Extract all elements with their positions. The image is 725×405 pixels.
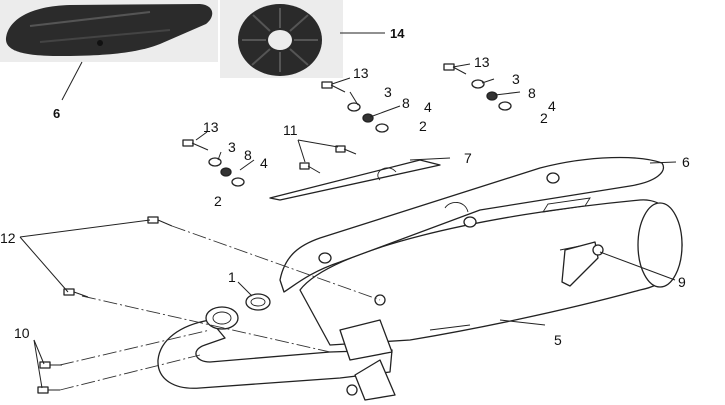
callout-8-left: 8	[244, 147, 252, 163]
callout-3-right: 3	[512, 71, 520, 87]
callout-12: 12	[0, 230, 16, 246]
damper-photo	[220, 0, 343, 78]
callout-2-left: 2	[214, 193, 222, 209]
exhaust-pipe	[157, 294, 396, 401]
callout-8-right: 8	[528, 85, 536, 101]
bolt-set-left	[182, 139, 245, 187]
callout-7: 7	[464, 150, 472, 166]
heat-shield-photo	[0, 0, 218, 62]
callout-14: 14	[390, 26, 405, 41]
bolt-set-right	[443, 63, 512, 111]
callout-13-left: 13	[203, 119, 219, 135]
callout-4-right: 4	[548, 98, 556, 114]
center-line-a	[171, 225, 381, 301]
leader-lines	[19, 32, 677, 389]
bolt-pair-10	[37, 361, 62, 394]
small-heat-shield	[269, 159, 441, 201]
bolt-pair-11	[299, 145, 357, 174]
callout-10: 10	[14, 325, 30, 341]
callout-4-middle: 4	[424, 99, 432, 115]
callout-8-middle: 8	[402, 95, 410, 111]
heat-shield-photo-art	[5, 4, 213, 56]
center-line-d	[59, 354, 201, 391]
callout-1: 1	[228, 269, 236, 285]
callout-6: 6	[682, 154, 690, 170]
center-line-b	[81, 295, 331, 353]
callout-11: 11	[283, 122, 298, 138]
callout-5: 5	[554, 332, 562, 348]
callout-3-middle: 3	[384, 84, 392, 100]
callout-4-left: 4	[260, 155, 268, 171]
callout-2-middle: 2	[419, 118, 427, 134]
callout-3-left: 3	[228, 139, 236, 155]
callout-6-photo: 6	[53, 106, 60, 121]
bracket	[561, 241, 599, 287]
muffler	[299, 199, 683, 346]
callout-13-right: 13	[474, 54, 490, 70]
damper-photo-art	[238, 4, 322, 76]
bracket-bolt	[592, 244, 604, 256]
callout-2-right: 2	[540, 110, 548, 126]
center-line-c	[59, 329, 211, 366]
callout-9: 9	[678, 274, 686, 290]
callout-13-middle: 13	[353, 65, 369, 81]
bolt-set-middle	[321, 81, 389, 133]
gasket	[245, 293, 271, 311]
